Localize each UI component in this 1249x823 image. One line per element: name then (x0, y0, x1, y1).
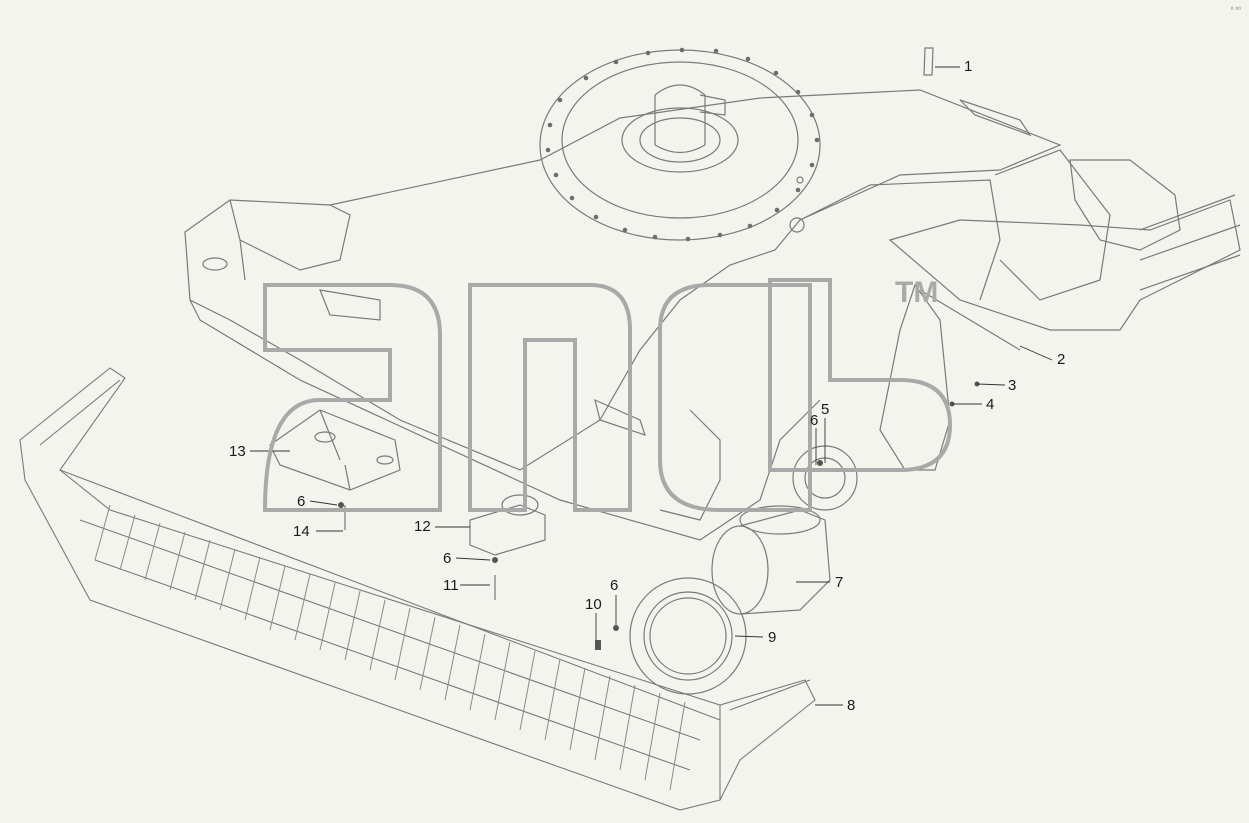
undercarriage-frame (184, 89, 1241, 541)
callout-10: 10 (585, 596, 602, 613)
callout-5: 5 (821, 401, 830, 418)
callout-6-bracket: 6 (297, 493, 306, 510)
trademark-mark: TM (895, 276, 939, 309)
callout-14: 14 (293, 523, 310, 540)
small-fasteners (338, 381, 980, 650)
top-pin (923, 47, 934, 76)
bearing-bolt-holes (545, 47, 820, 242)
callout-8: 8 (847, 697, 856, 714)
sprocket-wheel (629, 577, 747, 695)
left-track-chain (19, 367, 816, 811)
callout-1: 1 (964, 58, 973, 75)
callout-12: 12 (414, 518, 431, 535)
callout-6-motor: 6 (810, 412, 819, 429)
watermark-outline (262, 278, 953, 512)
callout-7: 7 (835, 574, 844, 591)
callout-4: 4 (986, 396, 995, 413)
corner-mark: ⁰ ⁰⁰ (1230, 7, 1241, 14)
callout-2: 2 (1057, 351, 1066, 368)
travel-motor (711, 445, 858, 615)
callout-6-sprocket: 6 (610, 577, 619, 594)
callout-9: 9 (768, 629, 777, 646)
callout-13: 13 (229, 443, 246, 460)
callout-11: 11 (443, 577, 459, 594)
carrier-roller (469, 494, 546, 600)
callout-6-roller: 6 (443, 550, 452, 567)
track-shoe-ribs (94, 504, 686, 791)
track-guard-bracket (269, 409, 401, 530)
callout-3: 3 (1008, 377, 1017, 394)
